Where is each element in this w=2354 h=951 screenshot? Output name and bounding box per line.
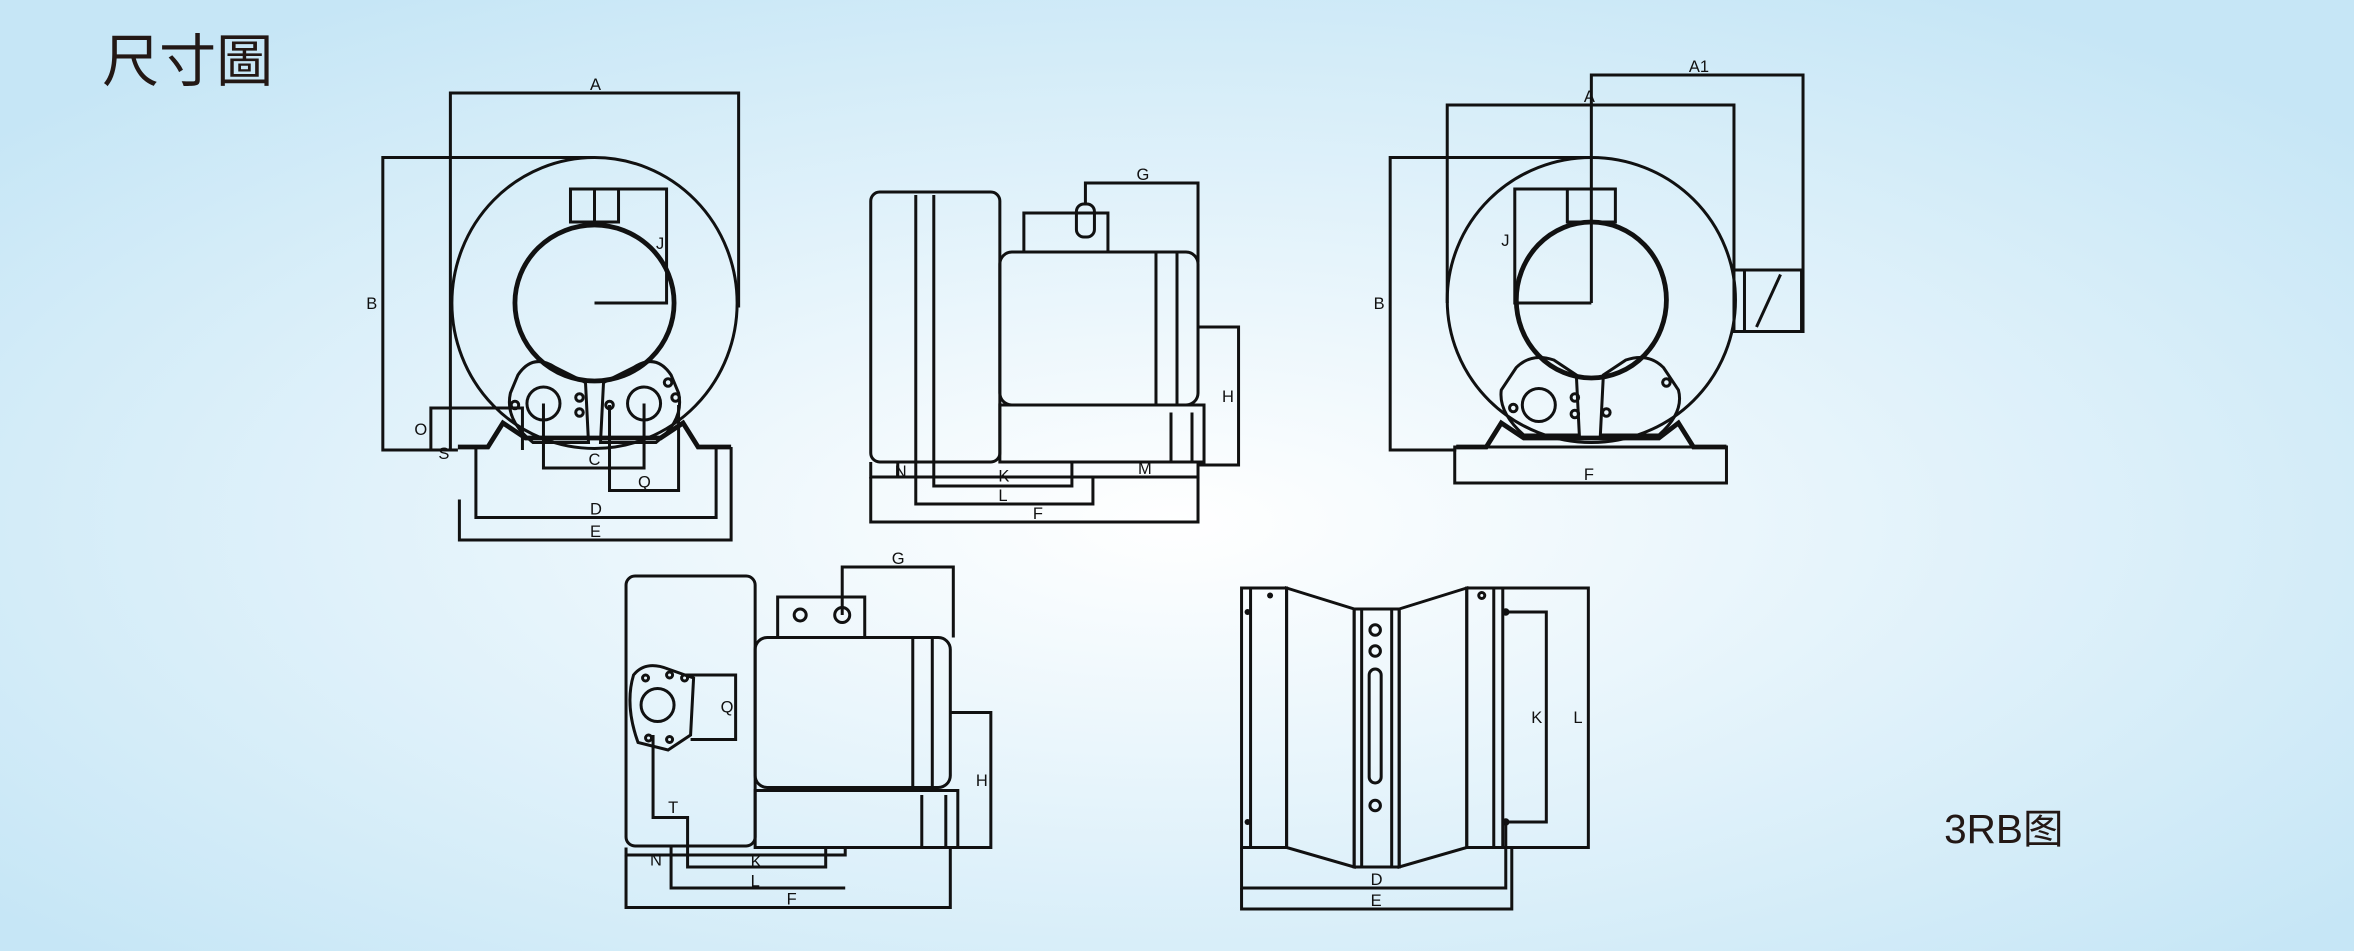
dim-label-F: F	[1584, 466, 1594, 484]
dim-label-C: C	[589, 451, 601, 469]
dim-label-E: E	[590, 523, 601, 541]
dim-label-F: F	[1033, 505, 1043, 523]
dim-label-G: G	[892, 550, 905, 568]
dim-label-D: D	[590, 501, 602, 519]
dim-label-H: H	[1222, 388, 1234, 406]
front-view-left: A B J O S C Q D E	[366, 76, 741, 542]
dim-label-A: A	[590, 76, 601, 94]
dim-label-L: L	[751, 873, 760, 891]
dim-label-A1: A1	[1689, 58, 1709, 76]
dim-label-K: K	[751, 853, 762, 871]
dim-label-L: L	[998, 487, 1007, 505]
dim-label-J: J	[656, 235, 664, 253]
model-caption: 3RB图	[1944, 806, 2063, 852]
dim-label-Q: Q	[721, 699, 734, 717]
dim-label-T: T	[668, 799, 678, 817]
page-title: 尺寸圖	[102, 29, 273, 95]
side-view-bottom: G Q H T N K L F	[624, 550, 993, 909]
dim-label-K: K	[998, 468, 1009, 486]
dim-label-S: S	[438, 445, 449, 463]
dim-label-F: F	[787, 891, 797, 909]
dim-label-N: N	[650, 852, 662, 870]
dim-label-L: L	[1573, 709, 1582, 727]
base-top-view: K L D E	[1240, 585, 1590, 911]
dim-label-H: H	[976, 772, 988, 790]
side-view-top: G H N K M L F	[869, 166, 1241, 524]
dim-label-M: M	[1138, 460, 1152, 478]
dim-label-D: D	[1371, 871, 1383, 889]
dim-label-N: N	[895, 463, 907, 481]
dim-label-K: K	[1531, 709, 1542, 727]
dim-label-B: B	[1374, 295, 1385, 313]
dim-label-A: A	[1584, 88, 1595, 106]
dim-label-E: E	[1371, 892, 1382, 910]
dim-label-O: O	[414, 421, 427, 439]
dim-label-B: B	[366, 295, 377, 313]
dim-label-J: J	[1501, 232, 1509, 250]
front-view-right: A1 A B J F	[1374, 58, 1805, 485]
dim-label-G: G	[1136, 166, 1149, 184]
dim-label-Q: Q	[638, 474, 651, 492]
